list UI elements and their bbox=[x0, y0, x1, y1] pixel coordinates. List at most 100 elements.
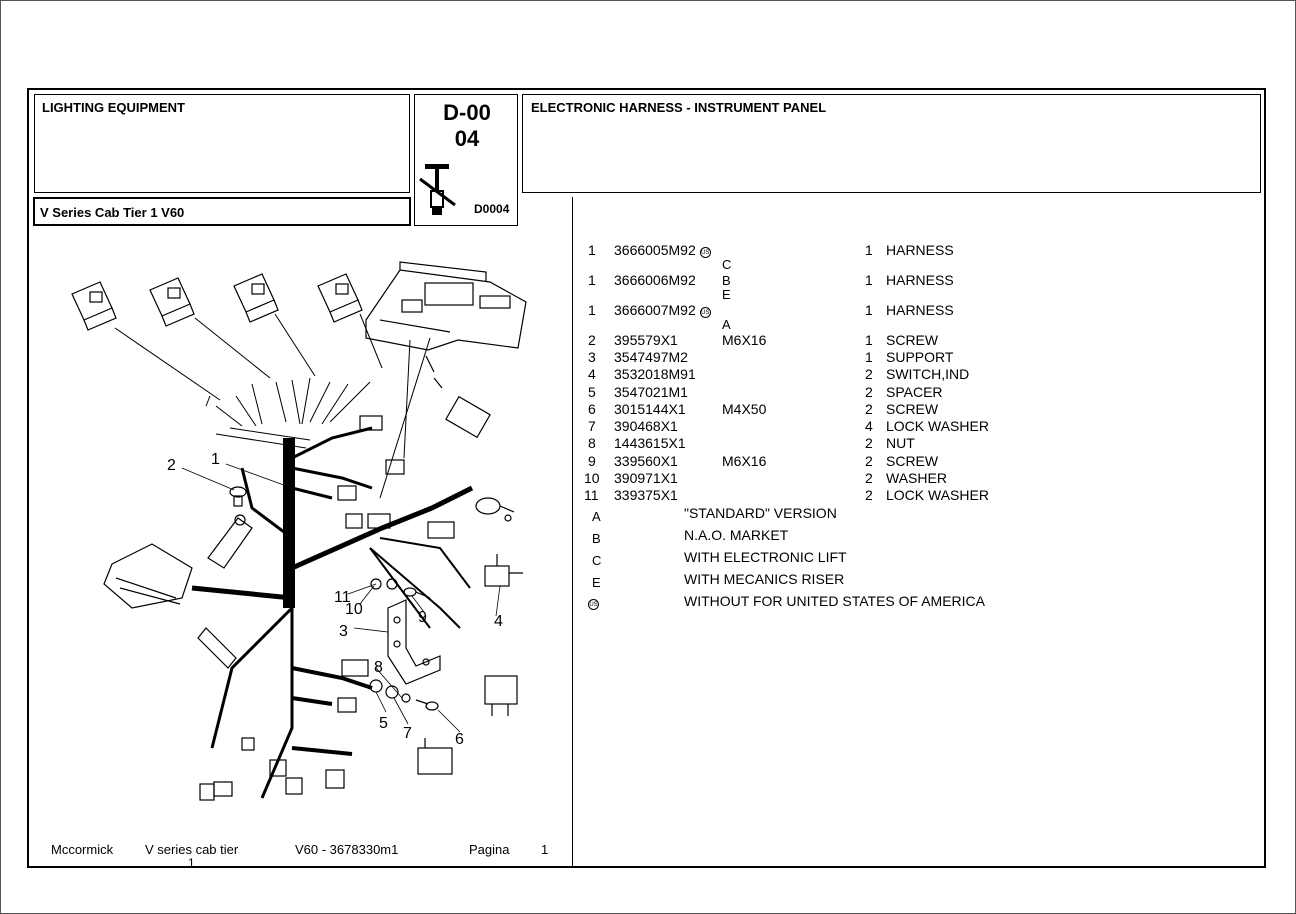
part-ref: 1 bbox=[588, 242, 596, 258]
code-line-1: D-00 bbox=[443, 100, 491, 125]
legend-key: C bbox=[592, 553, 602, 568]
part-qty: 2 bbox=[865, 487, 873, 503]
illustration-code: D0004 bbox=[474, 202, 510, 216]
part-description: LOCK WASHER bbox=[886, 487, 989, 503]
part-qty: 2 bbox=[865, 366, 873, 382]
part-description: WASHER bbox=[886, 470, 947, 486]
part-note: C bbox=[722, 257, 732, 272]
legend-key: US bbox=[588, 594, 599, 611]
page-title: ELECTRONIC HARNESS - INSTRUMENT PANEL bbox=[531, 100, 827, 115]
part-qty: 2 bbox=[865, 470, 873, 486]
part-ref: 1 bbox=[588, 302, 596, 318]
part-qty: 1 bbox=[865, 302, 873, 318]
callout-2: 2 bbox=[167, 457, 176, 474]
callout-11: 11 bbox=[334, 589, 351, 606]
catalog-sheet bbox=[27, 88, 1266, 868]
footer-model-ref: V60 - 3678330m1 bbox=[295, 842, 399, 857]
us-icon: US bbox=[699, 247, 711, 258]
callout-7: 7 bbox=[403, 725, 412, 742]
section-title: LIGHTING EQUIPMENT bbox=[42, 100, 185, 115]
rocker-switch-icon bbox=[71, 281, 117, 331]
instrument-panel-icon bbox=[365, 261, 527, 351]
callout-4: 4 bbox=[494, 613, 503, 630]
callout-9: 9 bbox=[418, 609, 427, 626]
part-number: 1443615X1 bbox=[614, 435, 686, 451]
callout-3: 3 bbox=[339, 623, 348, 640]
part-ref: 9 bbox=[588, 453, 596, 469]
part-note: A bbox=[722, 317, 731, 332]
legend-text: WITH MECANICS RISER bbox=[684, 571, 845, 587]
part-qty: 1 bbox=[865, 332, 873, 348]
part-spec: M6X16 bbox=[722, 453, 767, 469]
part-ref: 7 bbox=[588, 418, 596, 434]
part-ref: 5 bbox=[588, 384, 596, 400]
part-description: HARNESS bbox=[886, 302, 954, 318]
part-qty: 4 bbox=[865, 418, 873, 434]
part-description: HARNESS bbox=[886, 272, 954, 288]
callout-6: 6 bbox=[455, 731, 464, 748]
part-description: SWITCH,IND bbox=[886, 366, 970, 382]
screw-icon bbox=[415, 699, 439, 711]
wrench-icon bbox=[419, 164, 456, 215]
footer-page-number: 1 bbox=[541, 842, 549, 857]
relay-icon bbox=[484, 675, 518, 716]
part-description: LOCK WASHER bbox=[886, 418, 989, 434]
part-description: SUPPORT bbox=[886, 349, 954, 365]
callout-10: 10 bbox=[345, 601, 363, 618]
part-description: SPACER bbox=[886, 384, 943, 400]
rocker-switch-icon bbox=[317, 273, 363, 323]
part-qty: 1 bbox=[865, 349, 873, 365]
part-qty: 2 bbox=[865, 384, 873, 400]
stalk-switch-icon bbox=[425, 355, 491, 439]
part-description: HARNESS bbox=[886, 242, 954, 258]
legend-key: A bbox=[592, 509, 601, 524]
part-spec: M4X50 bbox=[722, 401, 767, 417]
part-spec: M6X16 bbox=[722, 332, 767, 348]
part-ref: 1 bbox=[588, 272, 596, 288]
part-number: 339560X1 bbox=[614, 453, 678, 469]
part-qty: 2 bbox=[865, 435, 873, 451]
us-icon: US bbox=[699, 307, 711, 318]
ignition-switch-icon bbox=[475, 497, 515, 522]
part-number: 339375X1 bbox=[614, 487, 678, 503]
rocker-switch-icon bbox=[149, 277, 195, 327]
part-description: SCREW bbox=[886, 332, 939, 348]
legend-text: "STANDARD" VERSION bbox=[684, 505, 837, 521]
footer-brand: Mccormick bbox=[51, 842, 114, 857]
part-ref: 8 bbox=[588, 435, 596, 451]
part-number: 390468X1 bbox=[614, 418, 678, 434]
part-qty: 1 bbox=[865, 272, 873, 288]
rocker-switch-icon bbox=[233, 273, 279, 323]
callout-1: 1 bbox=[211, 451, 220, 468]
code-line-2: 04 bbox=[454, 126, 480, 151]
callout-5: 5 bbox=[379, 715, 388, 732]
part-description: SCREW bbox=[886, 453, 939, 469]
column-divider bbox=[572, 197, 573, 867]
part-description: NUT bbox=[886, 435, 915, 451]
legend-text: WITH ELECTRONIC LIFT bbox=[684, 549, 847, 565]
part-description: SCREW bbox=[886, 401, 939, 417]
section-title-box: LIGHTING EQUIPMENT bbox=[34, 94, 410, 193]
part-ref: 2 bbox=[588, 332, 596, 348]
legend-text: WITHOUT FOR UNITED STATES OF AMERICA bbox=[684, 593, 986, 609]
part-note: E bbox=[722, 287, 731, 302]
code-box: D-00 04 D0004 bbox=[414, 94, 518, 226]
part-qty: 1 bbox=[865, 242, 873, 258]
part-ref: 6 bbox=[588, 401, 596, 417]
part-number: 395579X1 bbox=[614, 332, 678, 348]
part-number: 3532018M91 bbox=[614, 366, 696, 382]
screw-icon bbox=[403, 587, 431, 599]
legend-key: E bbox=[592, 575, 601, 590]
part-number: 3547021M1 bbox=[614, 384, 688, 400]
model-line: V Series Cab Tier 1 V60 bbox=[40, 205, 185, 220]
footer-series: V series cab tier bbox=[145, 842, 239, 857]
control-module-icon bbox=[417, 738, 453, 775]
part-number: 390971X1 bbox=[614, 470, 678, 486]
part-ref: 4 bbox=[588, 366, 596, 382]
page-title-box: ELECTRONIC HARNESS - INSTRUMENT PANEL bbox=[522, 94, 1261, 193]
screw-icon bbox=[229, 486, 247, 526]
harness-diagram: 1 2 3 4 5 6 7 8 9 10 11 bbox=[71, 261, 527, 801]
part-spec: B bbox=[722, 273, 731, 288]
